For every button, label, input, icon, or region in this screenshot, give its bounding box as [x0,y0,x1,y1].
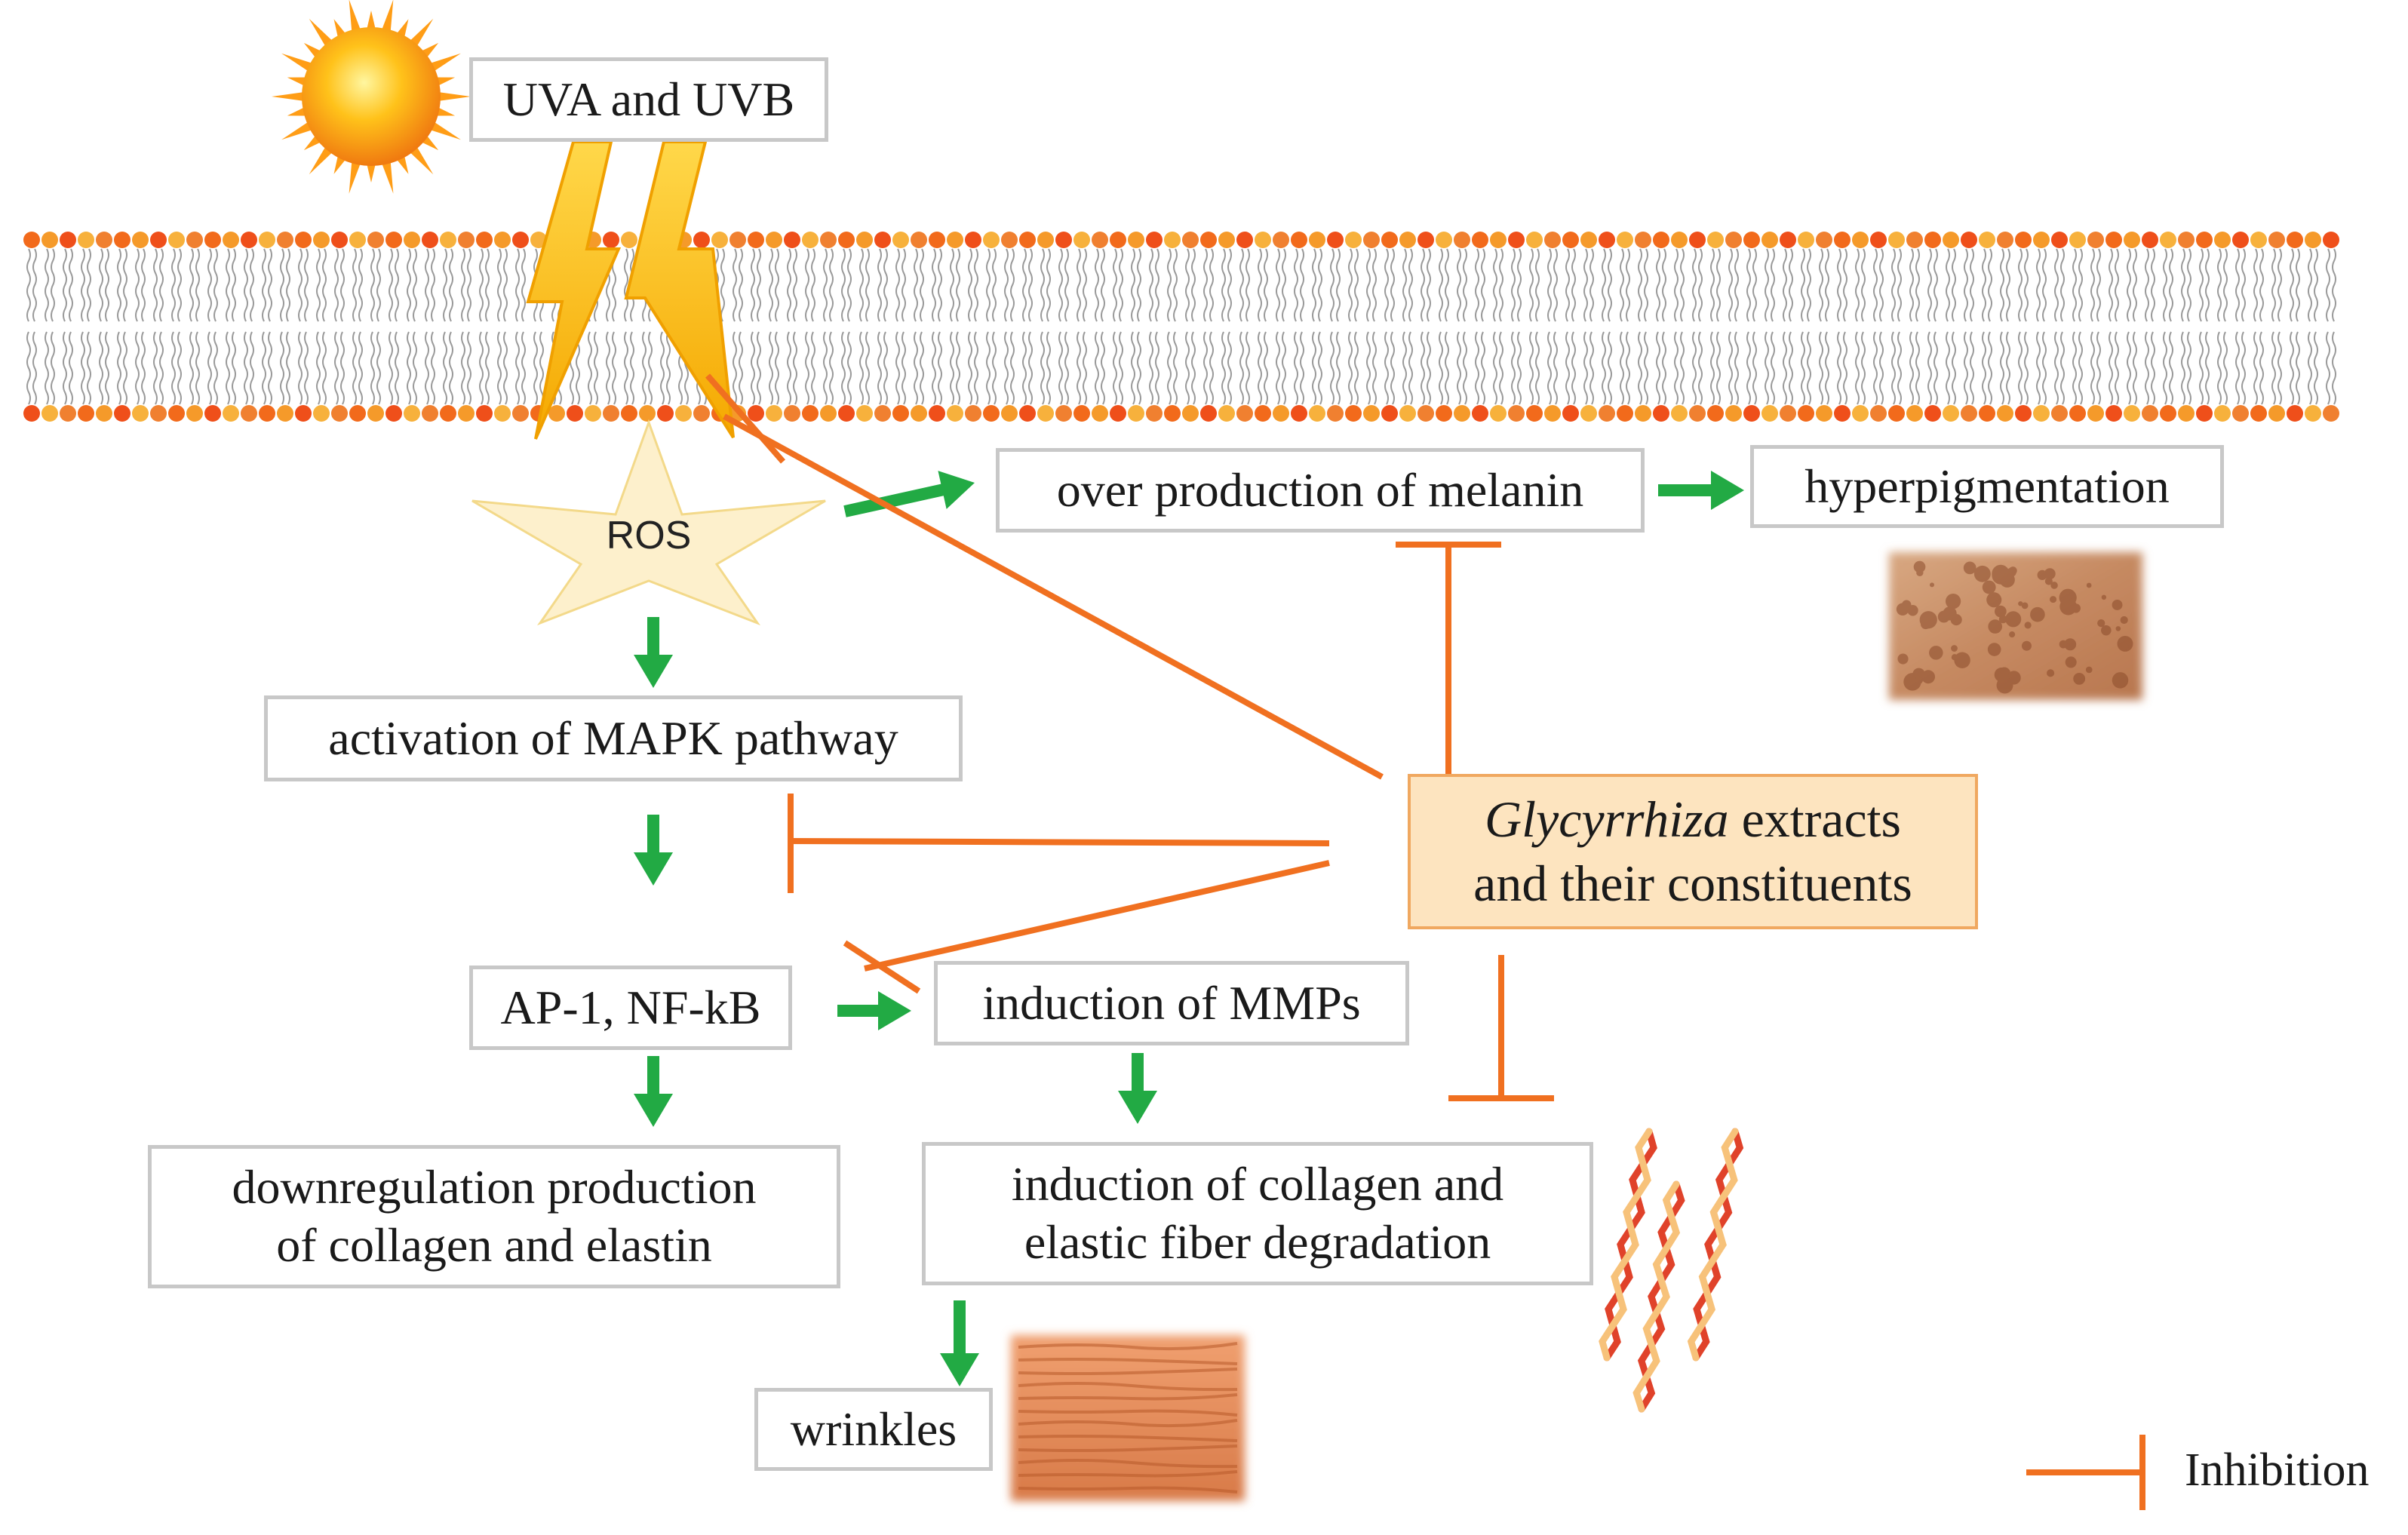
melanin-node: over production of melanin [996,448,1645,533]
skin-texture-image [1011,1335,1245,1501]
uv-source-label: UVA and UVB [502,72,795,126]
skin-texture-image [1889,552,2142,700]
membrane-illustration [23,231,2340,422]
collagen-fiber-icon [1599,1128,1744,1413]
agent-line-2: and their constituents [1473,855,1912,912]
collagen-degradation-node: induction of collagen and elastic fiber … [922,1142,1593,1285]
ros-star [471,419,826,626]
inhibition-lines [705,373,2145,1510]
mmps-node: induction of MMPs [934,961,1409,1045]
downregulation-label-1: downregulation production [232,1160,757,1214]
downregulation-node: downregulation production of collagen an… [148,1145,840,1288]
hyperpigmentation-label: hyperpigmentation [1804,459,2170,513]
collagen-degradation-label-1: induction of collagen and [1011,1157,1504,1211]
ros-label: ROS [606,514,692,557]
wrinkles-node: wrinkles [754,1388,993,1471]
mapk-label: activation of MAPK pathway [328,711,898,765]
ap1-label: AP-1, NF-kB [500,980,761,1034]
glycyrrhiza-agent-node: Glycyrrhiza extracts and their constitue… [1408,774,1978,929]
lightning-icon [526,140,735,440]
agent-italic-name: Glycyrrhiza [1484,791,1729,848]
agent-line-1: Glycyrrhiza extracts [1485,787,1901,852]
legend-inhibition-label: Inhibition [2185,1444,2370,1496]
downregulation-label-2: of collagen and elastin [276,1218,712,1272]
hyperpigmentation-node: hyperpigmentation [1750,445,2224,528]
mmps-label: induction of MMPs [982,975,1361,1030]
melanin-label: over production of melanin [1056,462,1584,517]
activation-arrows [634,471,1744,1386]
ap1-node: AP-1, NF-kB [469,966,792,1050]
agent-line-1-rest: extracts [1728,791,1902,848]
collagen-degradation-label-2: elastic fiber degradation [1024,1215,1491,1269]
sun-icon [272,0,471,194]
mapk-node: activation of MAPK pathway [264,695,963,781]
uv-source-box: UVA and UVB [469,57,828,142]
wrinkles-label: wrinkles [790,1401,957,1456]
